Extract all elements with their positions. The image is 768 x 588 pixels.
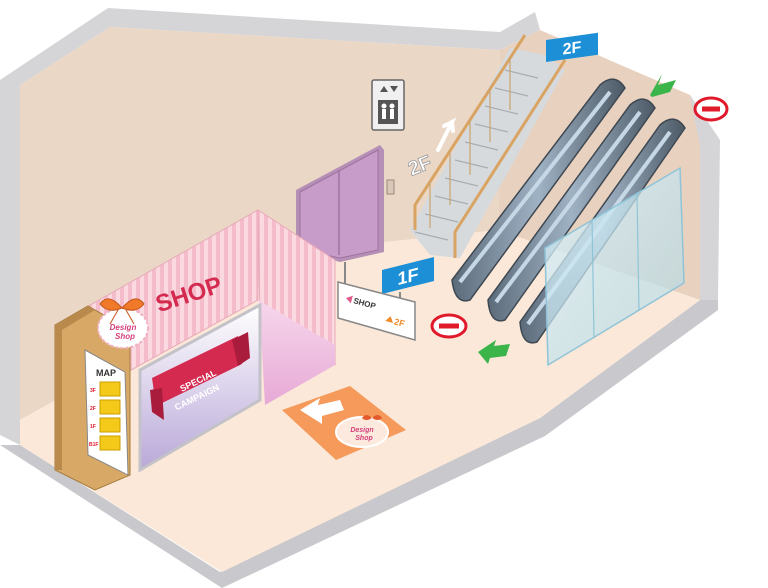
no-entry-icon <box>430 313 468 339</box>
elevator <box>296 145 395 262</box>
shop-booth: MAP 3F 2F 1F B1F SHOP Design Shop SPECIA… <box>54 209 336 491</box>
no-entry-icon <box>693 96 729 122</box>
green-arrow-icon <box>478 340 510 364</box>
floor-badge-1f-text: 1F <box>397 263 418 289</box>
green-arrow-icon <box>650 74 676 97</box>
map-floor-label: 2F <box>90 406 96 412</box>
floor-badge-1f: 1F <box>382 257 434 294</box>
shop-logo: Design Shop <box>97 298 149 349</box>
ribbon-bow-icon <box>99 298 145 325</box>
mat-logo-line1: Design <box>350 427 373 434</box>
floor-badge-2f: 2F <box>546 32 598 62</box>
map-floor-label: B1F <box>89 442 98 448</box>
map-board: MAP 3F 2F 1F B1F <box>84 349 129 476</box>
white-arrow-icon <box>300 398 344 424</box>
map-title: MAP <box>96 368 116 378</box>
elevator-sign-icon <box>371 79 405 131</box>
floor-mat: Design Shop <box>282 386 406 460</box>
floor-badge-2f-text: 2F <box>563 38 582 59</box>
glass-partition <box>544 166 685 367</box>
ribbon-bow-icon <box>362 415 382 420</box>
mat-logo-line2: Shop <box>355 435 373 442</box>
logo-line2: Shop <box>115 332 135 341</box>
map-floor-label: 3F <box>90 388 96 394</box>
direction-sign: SHOP 2F <box>337 262 416 341</box>
logo-line1: Design <box>110 323 137 332</box>
direction-sign-2f-text: 2F <box>393 316 406 329</box>
stairs <box>410 34 567 258</box>
elevator-call-button[interactable] <box>386 179 395 195</box>
map-floor-label: 1F <box>90 424 96 430</box>
